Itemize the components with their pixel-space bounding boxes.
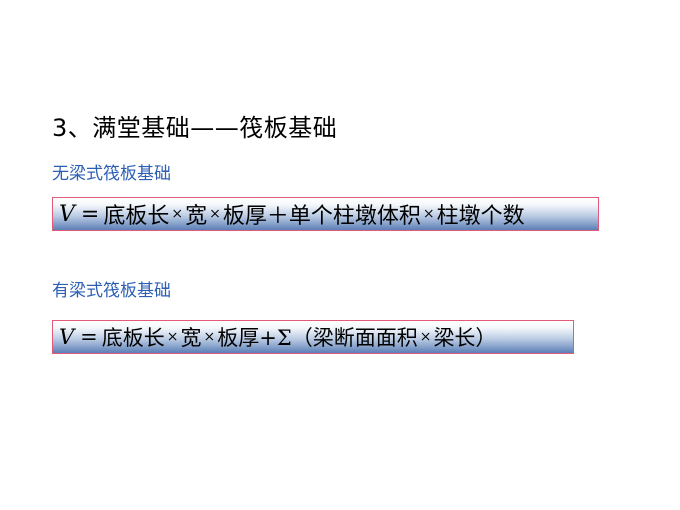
section-label-beam-raft: 有梁式筏板基础 — [52, 281, 171, 301]
formula-variable: V — [59, 325, 75, 349]
formula-term: 底板长 — [101, 326, 165, 350]
formula-term: 板厚+Σ（梁断面面积 — [217, 326, 418, 350]
formula-beamless-raft: V = 底板长 × 宽 × 板厚＋单个柱墩体积 × 柱墩个数 — [52, 197, 599, 231]
formula-variable: V — [59, 201, 75, 227]
formula-term: 宽 — [185, 204, 208, 229]
multiply-sign: × — [171, 206, 184, 222]
formula-equals: = — [80, 201, 100, 227]
multiply-sign: × — [203, 329, 216, 345]
section-label-beamless-raft: 无梁式筏板基础 — [52, 164, 171, 184]
formula-term: 柱墩个数 — [436, 204, 525, 229]
formula-term: 宽 — [180, 326, 202, 350]
formula-beam-raft: V = 底板长 × 宽 × 板厚+Σ（梁断面面积 × 梁长） — [52, 320, 574, 354]
slide-title: 3、满堂基础——筏板基础 — [52, 114, 338, 142]
multiply-sign: × — [422, 206, 435, 222]
formula-term: 板厚＋单个柱墩体积 — [222, 204, 421, 229]
formula-term: 梁长） — [433, 326, 497, 350]
formula-term: 底板长 — [103, 204, 170, 229]
formula-equals: = — [80, 325, 98, 349]
multiply-sign: × — [419, 329, 432, 345]
multiply-sign: × — [166, 329, 179, 345]
multiply-sign: × — [209, 206, 221, 222]
